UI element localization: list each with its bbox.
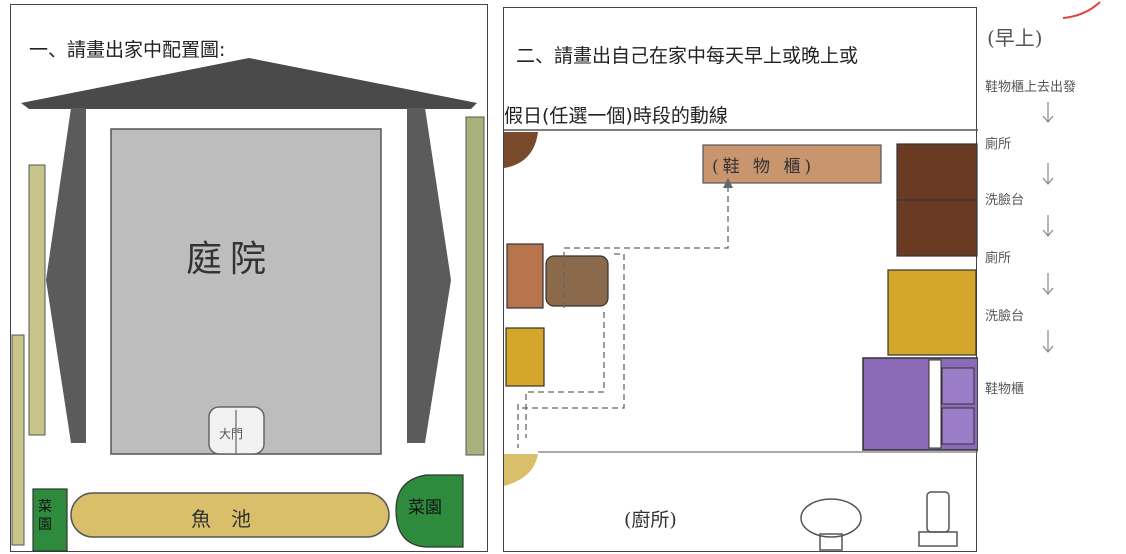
kitchen-label: (廚所) — [624, 509, 677, 531]
route-step: 鞋物櫃 — [985, 382, 1025, 397]
route-step: 廁所 — [985, 137, 1012, 152]
veg-garden-left — [32, 488, 68, 552]
veg-garden-right-label: 菜園 — [408, 498, 442, 518]
route-path — [517, 186, 729, 448]
route-panel: 二、請畫出自己在家中每天早上或晚上或 假日(任選一個)時段的動線 — [503, 7, 978, 552]
route-step: 洗臉台 — [985, 309, 1025, 324]
right-building — [407, 108, 451, 443]
route-notes-heading: (早上) — [987, 26, 1043, 50]
gate-label: 大門 — [219, 427, 244, 441]
layout-prompt: 一、請畫出家中配置圖: — [29, 39, 226, 61]
veg-garden-right — [395, 474, 464, 548]
courtyard-label: 庭院 — [186, 239, 275, 280]
right-strip — [465, 116, 485, 456]
toilet-outline — [800, 498, 862, 551]
route-prompt-line2: 假日(任選一個)時段的動線 — [504, 105, 728, 127]
pond-label: 魚池 — [191, 507, 271, 531]
bottom-left-blob — [504, 454, 538, 486]
left-gold-block — [505, 327, 545, 387]
route-step: 廁所 — [985, 251, 1012, 266]
veg-garden-left-label: 菜園 — [38, 499, 52, 533]
shoe-cabinet — [702, 144, 882, 184]
layout-panel: 一、請畫出家中配置圖: 庭院 大門 魚池 菜園 菜園 — [10, 4, 488, 552]
corner-blob — [504, 132, 538, 168]
route-drawing — [504, 129, 978, 551]
route-step: 鞋物櫃上去出發 — [985, 80, 1077, 95]
barrel — [545, 255, 609, 307]
gold-block-right — [887, 269, 977, 356]
red-mark — [1062, 1, 1101, 19]
left-strip-lower — [11, 334, 25, 546]
shoe-cabinet-label: (鞋 物 櫃) — [712, 157, 816, 177]
route-step: 洗臉台 — [985, 193, 1025, 208]
courtyard — [110, 128, 382, 455]
route-prompt-line1: 二、請畫出自己在家中每天早上或晚上或 — [516, 45, 859, 67]
roof — [21, 58, 477, 109]
pond — [70, 492, 390, 538]
layout-drawing — [11, 58, 485, 552]
basin-outline — [926, 491, 950, 533]
left-strip-upper — [28, 164, 46, 436]
left-building — [46, 108, 86, 443]
left-wood-item — [506, 243, 544, 309]
